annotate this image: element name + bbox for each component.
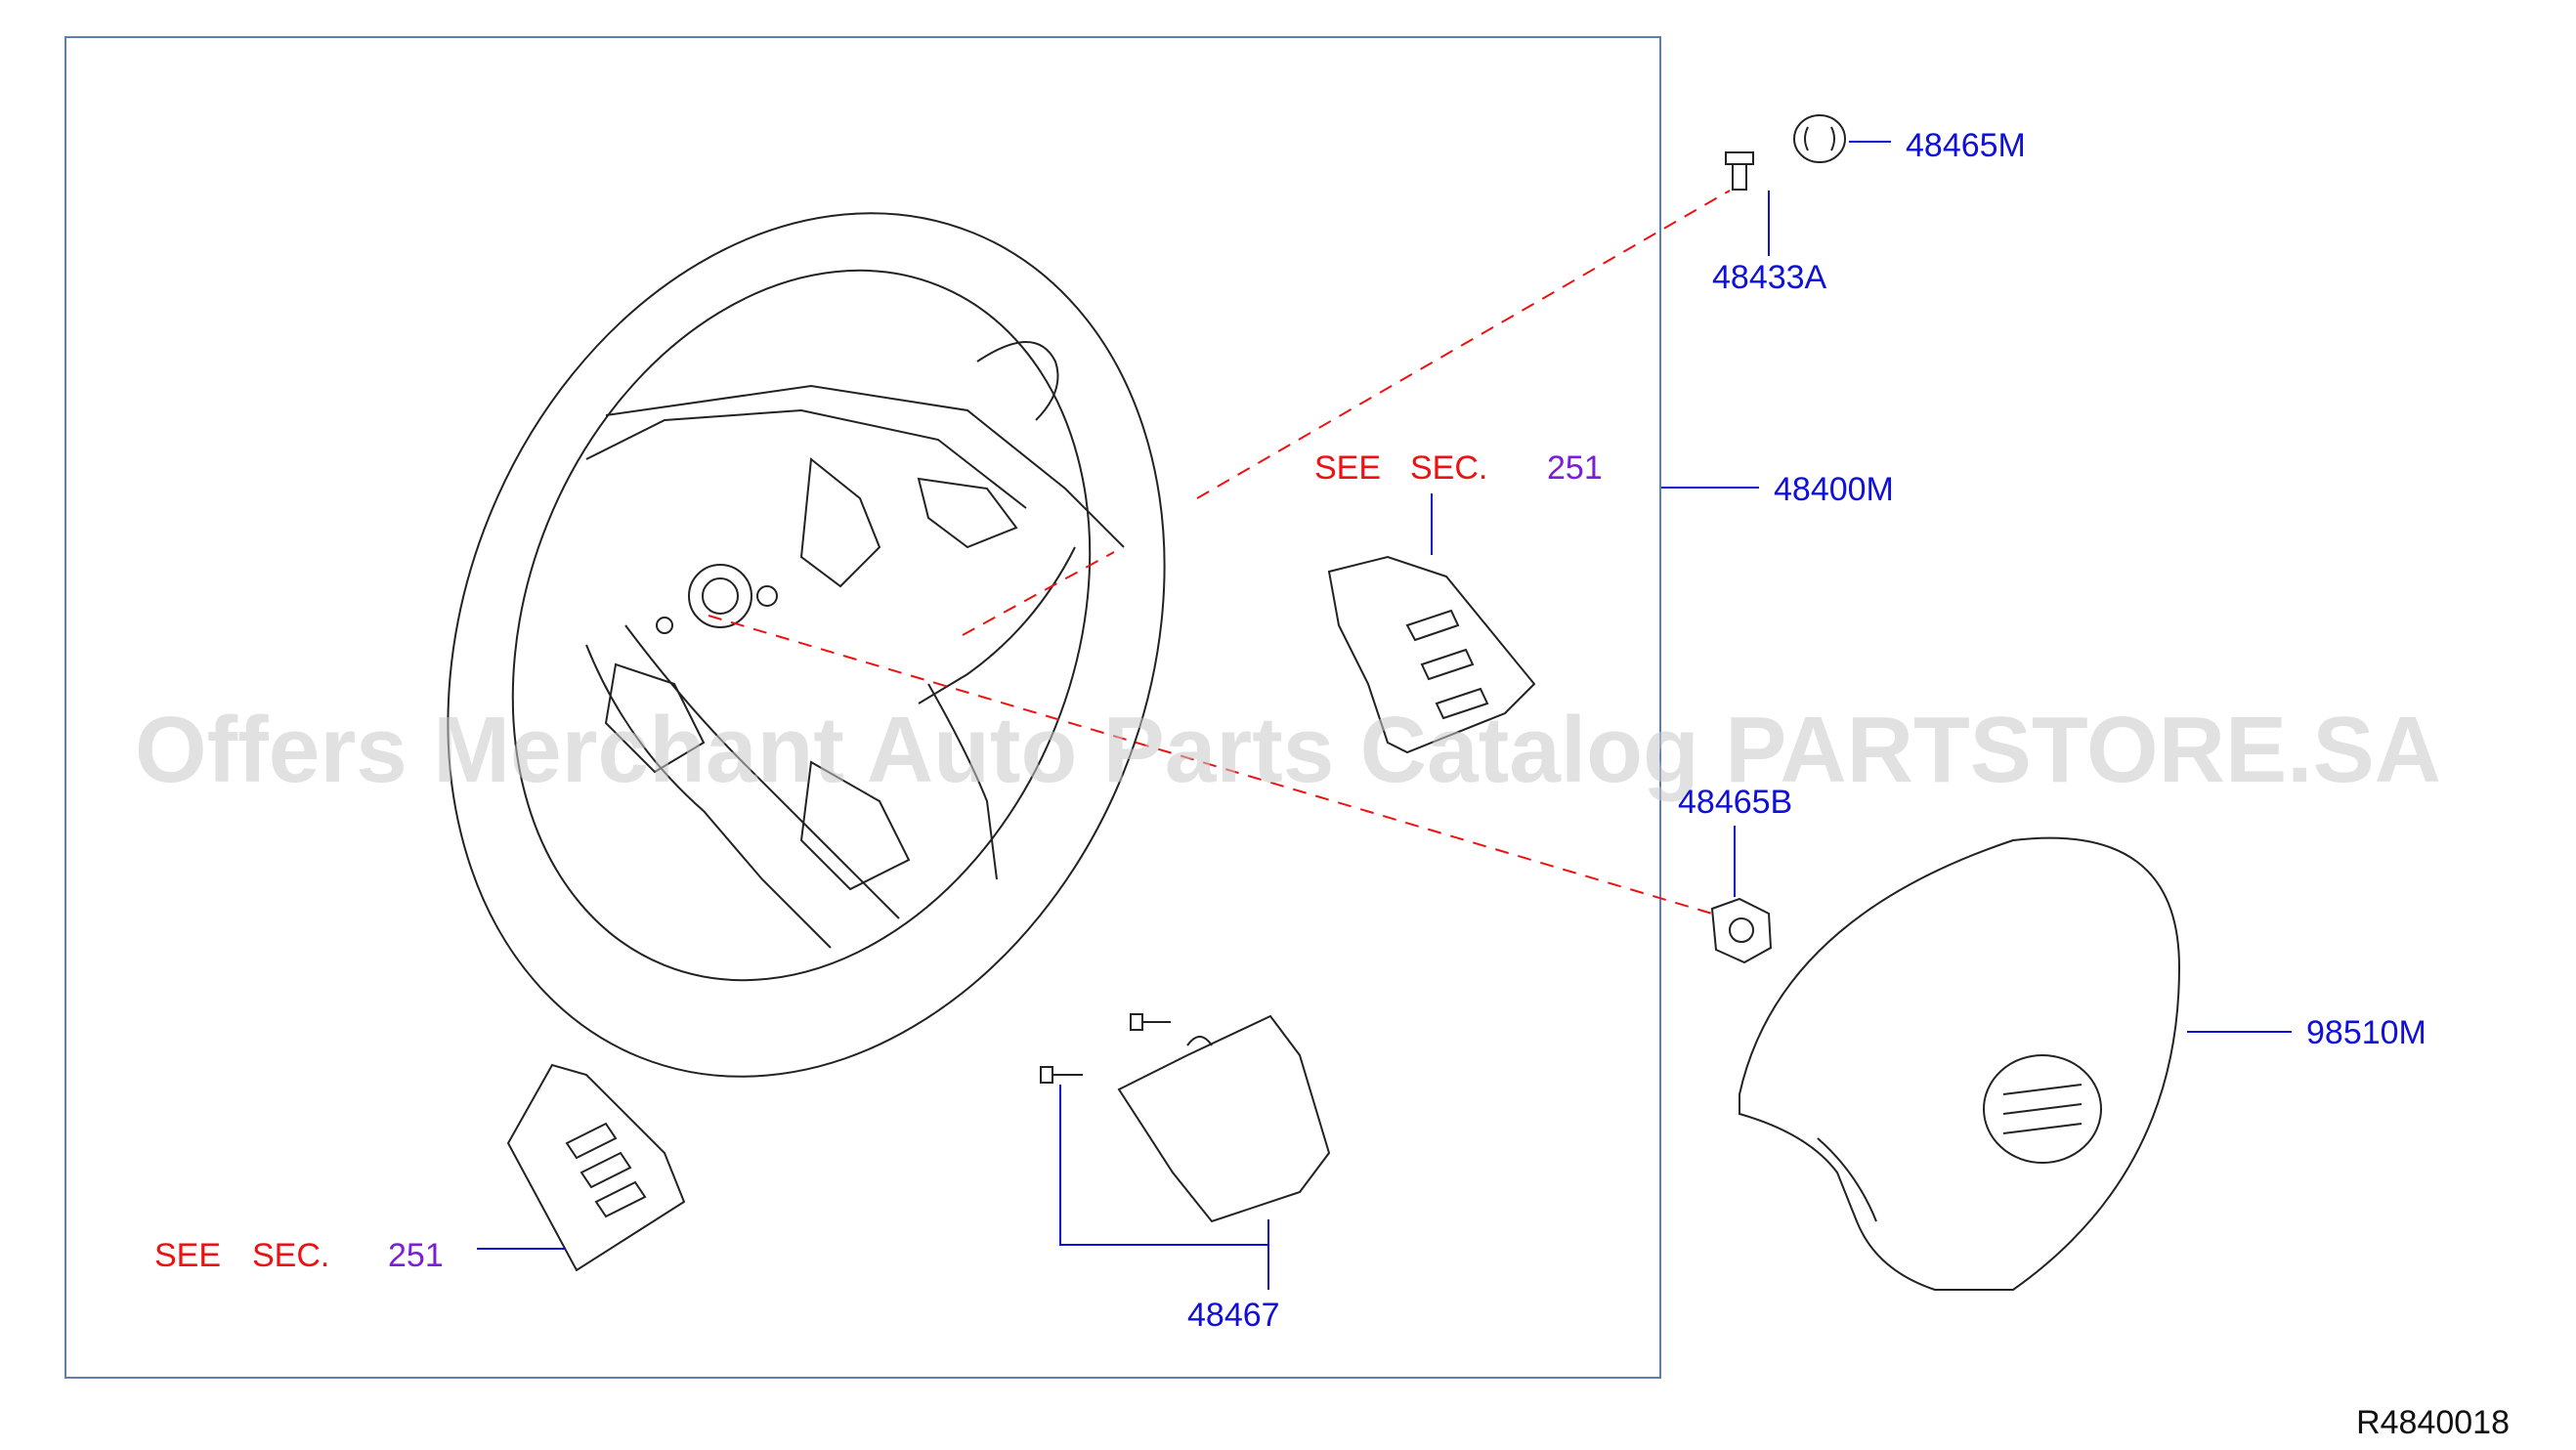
- part-label-98510m[interactable]: 98510M: [2306, 1014, 2426, 1051]
- cover-screw-upper: [1130, 1013, 1171, 1031]
- steering-wheel-drawing[interactable]: [322, 105, 1290, 1185]
- lower-cover[interactable]: [1117, 1014, 1331, 1223]
- section-link-upper[interactable]: 251: [1547, 449, 1603, 487]
- nut-48465b: [1710, 897, 1773, 964]
- assembly-frame: [64, 36, 1661, 1379]
- nissan-emblem-icon: [1983, 1054, 2102, 1164]
- part-label-48433a[interactable]: 48433A: [1712, 259, 1827, 296]
- part-label-48465m[interactable]: 48465M: [1906, 127, 2026, 164]
- right-steering-switch[interactable]: [1327, 555, 1536, 754]
- left-steering-switch[interactable]: [506, 1063, 686, 1272]
- bolt-48433a: [1725, 151, 1754, 191]
- sec-label-lower: SEC.: [252, 1237, 329, 1274]
- diagram-ref-code: R4840018: [2356, 1404, 2510, 1441]
- alignment-line-hub: [962, 551, 1115, 636]
- sec-label-upper: SEC.: [1410, 449, 1487, 487]
- section-link-lower[interactable]: 251: [388, 1237, 444, 1274]
- part-label-48465b[interactable]: 48465B: [1678, 784, 1792, 821]
- see-label-upper: SEE: [1314, 449, 1381, 487]
- leader-48467: [1059, 1085, 1268, 1246]
- airbag-module[interactable]: [1739, 836, 2181, 1291]
- alignment-line-nut: [708, 615, 1713, 915]
- watermark: Offers Merchant Auto Parts Catalog PARTS…: [135, 698, 2441, 802]
- see-label-lower: SEE: [154, 1237, 221, 1274]
- part-label-48400m[interactable]: 48400M: [1774, 471, 1894, 508]
- alignment-line-bolt: [1196, 190, 1731, 499]
- nut-48465m: [1793, 114, 1846, 163]
- cover-screw-lower: [1040, 1066, 1083, 1084]
- part-label-48467[interactable]: 48467: [1187, 1297, 1280, 1334]
